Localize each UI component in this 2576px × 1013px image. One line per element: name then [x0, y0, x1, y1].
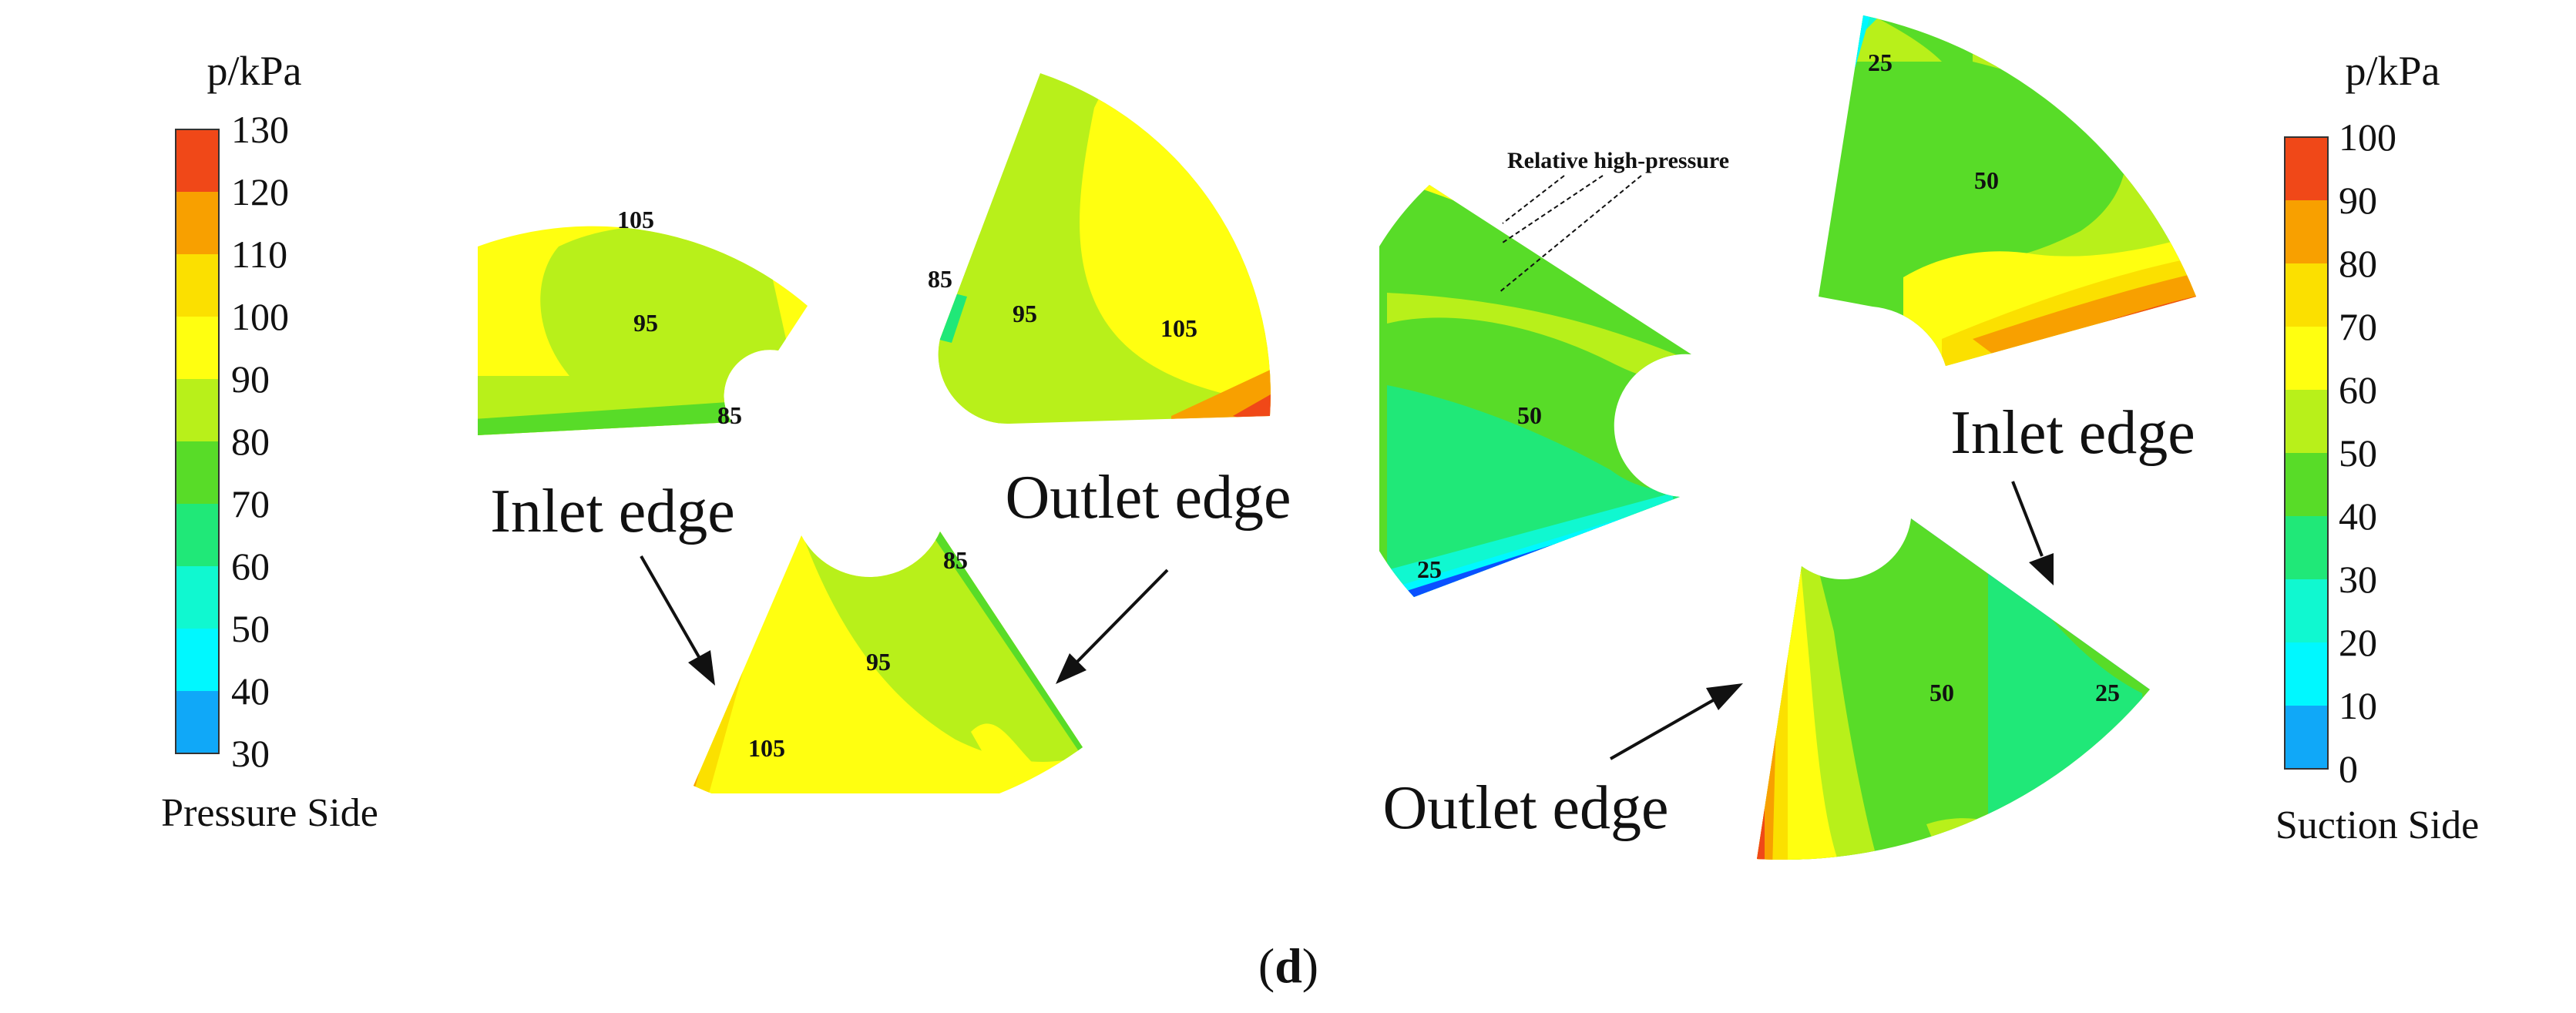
suction-colorbar-band-9 [2285, 706, 2328, 769]
pressure-tick-0: 130 [231, 108, 289, 151]
suction-tick-6: 40 [2339, 495, 2377, 538]
pressure-colorbar-title: p/kPa [207, 48, 301, 94]
ps-outlet-arrow [1056, 569, 1169, 684]
suction-tick-10: 0 [2339, 747, 2358, 790]
ps-blade-segment-bottom: 85 95 105 [694, 532, 1083, 793]
ps-right-label-95: 95 [1013, 300, 1037, 327]
ss-top-label-50: 50 [1974, 166, 1999, 194]
suction-tick-3: 70 [2339, 305, 2377, 348]
panel-label-close: ) [1302, 938, 1318, 993]
ps-blade-segment-right: 85 95 105 [928, 73, 1271, 424]
relative-high-pressure-annotation: Relative high-pressure [1507, 148, 1729, 173]
ss-bottom-label-50: 50 [1929, 679, 1954, 706]
suction-colorbar: p/kPa 100 90 80 70 60 50 40 30 20 10 0 S… [2275, 48, 2479, 847]
suction-side-caption: Suction Side [2275, 803, 2479, 847]
ss-outlet-edge-label: Outlet edge [1383, 774, 1669, 842]
suction-colorbar-band-4 [2285, 390, 2328, 453]
pressure-tick-10: 30 [231, 732, 270, 775]
pressure-colorbar-band-9 [176, 691, 219, 753]
pressure-colorbar: p/kPa 130 120 110 100 90 80 70 60 50 40 … [161, 48, 378, 835]
ps-bottom-label-85: 85 [943, 546, 968, 574]
suction-tick-0: 100 [2339, 116, 2396, 159]
ss-inlet-arrow [2011, 481, 2054, 585]
pressure-tick-1: 120 [231, 170, 289, 213]
ps-inlet-arrow [640, 555, 715, 686]
pressure-colorbar-band-3 [176, 317, 219, 379]
pressure-colorbar-band-8 [176, 629, 219, 691]
pressure-tick-2: 110 [231, 233, 287, 276]
pressure-tick-7: 60 [231, 545, 270, 588]
suction-colorbar-band-5 [2285, 453, 2328, 516]
suction-tick-2: 80 [2339, 242, 2377, 285]
suction-colorbar-band-3 [2285, 327, 2328, 390]
suction-colorbar-band-7 [2285, 579, 2328, 642]
suction-tick-4: 60 [2339, 368, 2377, 411]
ss-blade-segment-top: 25 50 [1819, 15, 2196, 366]
suction-colorbar-band-6 [2285, 516, 2328, 579]
suction-colorbar-band-0 [2285, 137, 2328, 200]
pressure-colorbar-band-2 [176, 254, 219, 317]
suction-colorbar-band-2 [2285, 263, 2328, 327]
pressure-tick-6: 70 [231, 482, 270, 525]
suction-tick-8: 20 [2339, 621, 2377, 664]
ps-inlet-edge-label: Inlet edge [490, 478, 735, 545]
ss-top-label-25: 25 [1868, 49, 1893, 76]
pressure-tick-9: 40 [231, 669, 270, 713]
ps-left-label-105: 105 [617, 206, 654, 233]
suction-tick-1: 90 [2339, 179, 2377, 222]
suction-tick-7: 30 [2339, 558, 2377, 601]
pressure-colorbar-band-5 [176, 441, 219, 504]
pressure-colorbar-band-1 [176, 192, 219, 254]
ss-left-label-25: 25 [1417, 555, 1442, 583]
ss-left-label-50: 50 [1517, 401, 1542, 429]
pressure-tick-8: 50 [231, 607, 270, 650]
ss-blade-segment-left: 50 25 Relative high-pressure [1379, 148, 1729, 597]
pressure-side-caption: Pressure Side [161, 791, 378, 835]
suction-colorbar-band-1 [2285, 200, 2328, 263]
pressure-colorbar-band-0 [176, 129, 219, 192]
ss-blade-segment-bottom: 50 25 [1757, 518, 2150, 860]
suction-colorbar-band-8 [2285, 642, 2328, 706]
ss-inlet-edge-label: Inlet edge [1950, 399, 2195, 467]
ps-left-label-95: 95 [633, 309, 658, 337]
suction-tick-5: 50 [2339, 431, 2377, 475]
ps-right-label-85: 85 [928, 265, 952, 293]
ps-bottom-label-105: 105 [748, 734, 785, 762]
pressure-colorbar-band-4 [176, 379, 219, 441]
panel-label-letter: d [1275, 938, 1302, 993]
pressure-colorbar-band-7 [176, 566, 219, 629]
pressure-colorbar-band-6 [176, 504, 219, 566]
ss-outlet-arrow [1610, 683, 1743, 760]
ps-blade-segment-left: 105 95 85 [478, 206, 808, 435]
pressure-tick-4: 90 [231, 357, 270, 401]
ps-bottom-label-95: 95 [866, 648, 891, 676]
ps-left-label-85: 85 [717, 401, 742, 429]
pressure-tick-3: 100 [231, 295, 289, 338]
pressure-tick-5: 80 [231, 420, 270, 463]
ss-bottom-label-25: 25 [2095, 679, 2120, 706]
relative-high-pressure-leaders [1498, 175, 1642, 294]
suction-colorbar-title: p/kPa [2345, 48, 2440, 94]
ps-outlet-edge-label: Outlet edge [1006, 464, 1291, 532]
panel-label: (d) [1258, 938, 1318, 993]
suction-tick-9: 10 [2339, 684, 2377, 727]
ps-right-label-105: 105 [1160, 314, 1197, 342]
panel-label-open: ( [1258, 938, 1275, 993]
